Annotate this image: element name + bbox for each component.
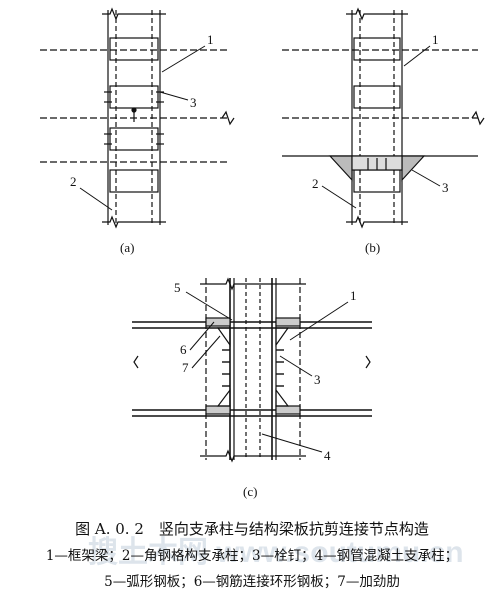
batten-plate [109,37,159,61]
bracket-haunch [401,155,426,182]
watermark: 搜土木网 www.soutumu.cn [88,536,464,569]
callout-3-c: 3 [314,372,321,387]
ring-plate [205,317,231,327]
panel-b-studs [367,158,387,170]
callout-6-c: 6 [180,342,187,357]
batten-plate [353,169,401,193]
ring-plate [275,317,301,327]
panel-a-drawing [40,7,235,229]
batten-plate [109,127,159,151]
callout-3-b: 3 [442,180,449,195]
ring-plate [205,405,231,415]
panel-c-leaders [185,291,349,453]
batten-plate [353,37,401,61]
ring-plate [275,405,301,415]
callout-5-c: 5 [174,280,181,295]
panel-a-studs [104,91,164,145]
panel-b-leaders [321,45,441,209]
batten-plate [109,169,159,193]
callout-1-c: 1 [350,288,357,303]
caption-c: (c) [243,484,257,499]
panel-b-drawing [282,7,485,229]
caption-b: (b) [365,240,380,255]
figure-title: 图 A. 0. 2 竖向支承柱与结构梁板抗剪连接节点构造 [75,520,429,538]
panel-a-leaders [79,45,206,211]
legend-line-2: 5—弧形钢板；6—钢筋连接环形钢板；7—加劲肋 [104,573,400,590]
callout-7-c: 7 [182,360,189,375]
callout-1-a: 1 [207,32,214,47]
callout-3-a: 3 [190,95,197,110]
callout-2-a: 2 [70,174,77,189]
bracket-haunch [328,155,353,182]
callout-1-b: 1 [432,32,439,47]
legend-line-1: 1—框架梁；2—角钢格构支承柱；3—栓钉；4—钢管混凝土支承柱； [46,548,458,564]
caption-a: (a) [120,240,134,255]
stiffener [216,327,231,347]
callout-2-b: 2 [312,176,319,191]
callout-4-c: 4 [324,448,331,463]
panel-c-studs [222,349,284,387]
batten-plate [109,85,159,109]
panel-c-drawing [132,277,372,463]
batten-plate [353,85,401,109]
stiffener [275,327,290,347]
